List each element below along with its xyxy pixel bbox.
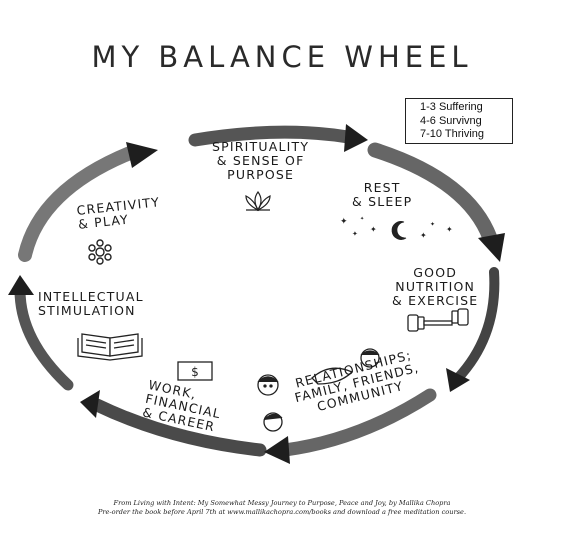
segment-label-spirituality: SPIRITUALITY & SENSE OF PURPOSE bbox=[212, 139, 310, 182]
arrowhead bbox=[264, 436, 290, 464]
arc-segment bbox=[90, 398, 267, 457]
arrowhead bbox=[344, 124, 368, 152]
arc-segment bbox=[14, 284, 74, 391]
arrowhead bbox=[126, 142, 158, 168]
moon-stars-icon: ✦ ✦ ✦ ✦ ✦ ✦ ✦ bbox=[340, 216, 453, 240]
legend-item: 4-6 Survivng bbox=[420, 114, 482, 127]
segment-label-nutrition: GOOD NUTRITION & EXERCISE bbox=[392, 265, 479, 308]
money-icon: $ bbox=[177, 361, 213, 381]
footer-line: Pre-order the book before April 7th at w… bbox=[97, 508, 467, 516]
score-legend: 1-3 Suffering 4-6 Survivng 7-10 Thriving bbox=[405, 98, 513, 144]
segment-label-intellectual: INTELLECTUAL STIMULATION bbox=[38, 289, 144, 318]
arrowhead bbox=[446, 368, 470, 392]
arrowhead bbox=[8, 275, 34, 295]
open-book-icon bbox=[77, 333, 143, 361]
footer-line: From Living with Intent: My Somewhat Mes… bbox=[113, 499, 451, 507]
wheel-arrowheads bbox=[8, 124, 505, 464]
svg-text:✦: ✦ bbox=[370, 225, 377, 234]
people-faces-icon bbox=[257, 348, 380, 432]
svg-text:✦: ✦ bbox=[340, 217, 348, 227]
arc-segment bbox=[188, 125, 355, 147]
arrowhead bbox=[80, 390, 100, 418]
svg-text:✦: ✦ bbox=[420, 231, 427, 240]
legend-item: 1-3 Suffering bbox=[420, 101, 483, 113]
arc-segment bbox=[278, 388, 437, 457]
arc-segment bbox=[18, 146, 137, 262]
legend-item: 7-10 Thriving bbox=[420, 128, 484, 140]
lotus-icon bbox=[245, 190, 271, 212]
footer-credit: From Living with Intent: My Somewhat Mes… bbox=[0, 499, 564, 517]
svg-text:✦: ✦ bbox=[352, 230, 358, 238]
money-symbol: $ bbox=[191, 365, 199, 379]
page-title: MY BALANCE WHEEL bbox=[91, 40, 473, 74]
arc-segment bbox=[453, 267, 500, 383]
svg-text:✦: ✦ bbox=[360, 216, 364, 222]
dumbbell-icon bbox=[407, 308, 469, 332]
svg-text:✦: ✦ bbox=[430, 221, 435, 228]
svg-text:✦: ✦ bbox=[446, 225, 453, 234]
segment-label-rest: REST & SLEEP bbox=[352, 180, 413, 209]
wheel-arcs bbox=[14, 125, 500, 457]
arrowhead bbox=[478, 233, 505, 262]
arc-segment bbox=[367, 142, 498, 246]
flower-icon bbox=[88, 239, 112, 265]
